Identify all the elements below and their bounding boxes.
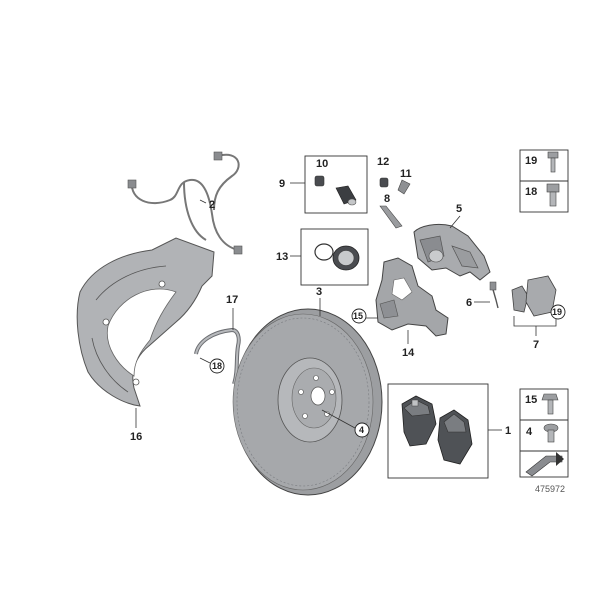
seal-kit [314,243,360,271]
callout-19: 19 [525,155,537,167]
callout-4: 4 [526,426,533,438]
callout-19-circle: 19 [552,307,562,317]
bolt-19 [547,151,559,173]
callout-15: 15 [525,394,537,406]
callout-11: 11 [400,168,412,180]
brake-caliper [413,223,491,281]
brake-pads [401,395,473,465]
callout-17: 17 [226,294,238,306]
bleed-cap [379,177,389,188]
callout-5: 5 [456,203,462,215]
callout-12: 12 [377,156,389,168]
guide-bolt-set [314,175,357,206]
callout-14: 14 [402,347,415,359]
callout-6: 6 [466,297,472,309]
guide-pin [379,205,403,229]
brake-shield [76,237,215,407]
group-1-box [387,383,489,479]
callout-9: 9 [279,178,285,190]
group-9-box [304,155,368,214]
bolt-18 [546,183,560,207]
callout-1: 1 [505,425,511,437]
callout-18: 18 [525,186,537,198]
callout-18-circle: 18 [212,361,222,371]
direction-arrow-icon [525,452,564,477]
retainer-clip [194,327,241,385]
callout-3: 3 [316,286,322,298]
reference-number: 475972 [535,484,565,494]
bleed-screw [397,179,411,195]
brake-wear-sensor [130,153,240,251]
callout-2: 2 [209,199,215,211]
bolt-4 [543,423,559,443]
callout-16: 16 [130,431,142,443]
bolt-15 [541,393,559,415]
caliper-carrier [375,257,449,337]
callout-15-circle: 15 [353,311,363,321]
brake-disc [232,308,383,496]
spring-clip-set [511,275,557,317]
callout-10: 10 [316,158,328,170]
callout-7: 7 [533,339,539,351]
pad-clip [489,281,499,309]
callout-13: 13 [276,251,288,263]
callout-4-circle: 4 [359,425,364,435]
callout-8: 8 [384,193,390,205]
